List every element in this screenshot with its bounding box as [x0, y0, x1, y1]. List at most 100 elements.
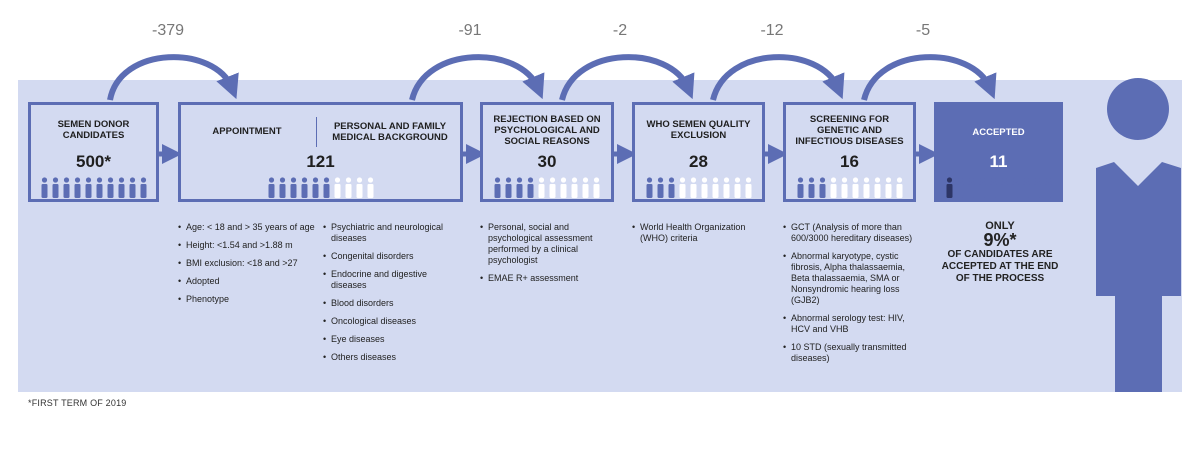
stage-title: SCREENING FOR GENETIC AND INFECTIOUS DIS… — [795, 114, 904, 147]
note-item: Personal, social and psychological asses… — [480, 222, 610, 266]
person-mini-icon — [946, 177, 952, 198]
stage-count: 500* — [76, 152, 111, 171]
person-mini-icon — [745, 177, 751, 198]
note-item: Phenotype — [178, 294, 318, 305]
note-item: BMI exclusion: <18 and >27 — [178, 258, 318, 269]
person-mini-icon — [841, 177, 847, 198]
person-mini-icon — [549, 177, 556, 198]
person-mini-icon — [668, 177, 674, 198]
person-mini-icon — [990, 177, 996, 198]
stage-box-candidates: SEMEN DONOR CANDIDATES 500* — [28, 102, 159, 202]
note-item: Others diseases — [323, 352, 453, 363]
stage-title: REJECTION BASED ON PSYCHOLOGICAL AND SOC… — [493, 114, 601, 147]
person-mini-icon — [290, 177, 296, 198]
person-mini-icon — [345, 177, 351, 198]
people-row — [181, 177, 460, 199]
person-mini-icon — [968, 177, 974, 198]
person-mini-icon — [538, 177, 545, 198]
person-mini-icon — [979, 177, 985, 198]
person-mini-icon — [646, 177, 652, 198]
stage-title: ACCEPTED — [972, 127, 1025, 138]
person-mini-icon — [957, 177, 963, 198]
note-item: Endocrine and digestive diseases — [323, 269, 453, 291]
note-item: Eye diseases — [323, 334, 453, 345]
person-mini-icon — [505, 177, 512, 198]
summary-percent: 9%* — [983, 230, 1017, 250]
person-mini-icon — [863, 177, 869, 198]
person-mini-icon — [96, 177, 102, 198]
stage-count: 121 — [306, 152, 335, 171]
person-mini-icon — [312, 177, 318, 198]
title-divider — [316, 117, 317, 147]
curved-arrow-5 — [861, 54, 997, 101]
person-mini-icon — [1001, 177, 1007, 198]
note-item: Abnormal karyotype, cystic fibrosis, Alp… — [783, 251, 921, 306]
person-mini-icon — [63, 177, 69, 198]
stage-count: 30 — [537, 152, 557, 171]
stage-count: 11 — [989, 152, 1008, 171]
person-mini-icon — [107, 177, 113, 198]
people-row — [786, 177, 913, 199]
stage-box-psychological: REJECTION BASED ON PSYCHOLOGICAL AND SOC… — [480, 102, 614, 202]
stage-count: 16 — [840, 152, 859, 171]
note-item: Blood disorders — [323, 298, 453, 309]
person-mini-icon — [85, 177, 91, 198]
delta-label-3: -2 — [612, 22, 628, 39]
people-row — [483, 177, 611, 199]
notes-appointment: Age: < 18 and > 35 years of age Height: … — [178, 222, 318, 312]
person-mini-icon — [593, 177, 600, 198]
person-mini-icon — [52, 177, 58, 198]
person-mini-icon — [41, 177, 47, 198]
person-mini-icon — [896, 177, 902, 198]
person-mini-icon — [874, 177, 880, 198]
notes-screening: GCT (Analysis of more than 600/3000 here… — [783, 222, 921, 371]
delta-label-1: -379 — [151, 22, 185, 39]
stage-box-screening: SCREENING FOR GENETIC AND INFECTIOUS DIS… — [783, 102, 916, 202]
person-mini-icon — [723, 177, 729, 198]
person-mini-icon — [367, 177, 373, 198]
stage-count: 28 — [689, 152, 708, 171]
person-mini-icon — [118, 177, 124, 198]
stage-box-who: WHO SEMEN QUALITY EXCLUSION 28 — [632, 102, 765, 202]
person-mini-icon — [140, 177, 146, 198]
acceptance-summary: ONLY 9%* OF CANDIDATES ARE ACCEPTED AT T… — [940, 220, 1060, 285]
person-mini-icon — [129, 177, 135, 198]
note-item: Adopted — [178, 276, 318, 287]
stage-title-appointment: APPOINTMENT — [212, 126, 282, 137]
delta-label-2: -91 — [458, 22, 482, 39]
stage-box-appointment: APPOINTMENT PERSONAL AND FAMILY MEDICAL … — [178, 102, 463, 202]
note-item: Psychiatric and neurological diseases — [323, 222, 453, 244]
person-mini-icon — [808, 177, 814, 198]
person-mini-icon — [279, 177, 285, 198]
people-row — [937, 177, 1060, 199]
note-item: 10 STD (sexually transmitted diseases) — [783, 342, 921, 364]
note-item: Oncological diseases — [323, 316, 453, 327]
note-item: EMAE R+ assessment — [480, 273, 610, 284]
delta-label-5: -5 — [915, 22, 931, 39]
note-item: GCT (Analysis of more than 600/3000 here… — [783, 222, 921, 244]
person-mini-icon — [797, 177, 803, 198]
delta-label-4: -12 — [760, 22, 784, 39]
person-mini-icon — [712, 177, 718, 198]
person-mini-icon — [679, 177, 685, 198]
person-mini-icon — [301, 177, 307, 198]
note-item: Congenital disorders — [323, 251, 453, 262]
curved-arrow-2 — [409, 54, 545, 101]
person-mini-icon — [1012, 177, 1018, 198]
person-mini-icon — [734, 177, 740, 198]
stage-title: WHO SEMEN QUALITY EXCLUSION — [646, 119, 751, 141]
curved-arrow-4 — [710, 54, 845, 101]
note-item: World Health Organization (WHO) criteria — [632, 222, 766, 244]
person-mini-icon — [701, 177, 707, 198]
person-mini-icon — [74, 177, 80, 198]
person-mini-icon — [560, 177, 567, 198]
person-mini-icon — [571, 177, 578, 198]
person-mini-icon — [690, 177, 696, 198]
person-mini-icon — [527, 177, 534, 198]
person-mini-icon — [1045, 177, 1051, 198]
person-mini-icon — [1023, 177, 1029, 198]
person-mini-icon — [830, 177, 836, 198]
person-mini-icon — [852, 177, 858, 198]
stage-title-background: PERSONAL AND FAMILY MEDICAL BACKGROUND — [332, 121, 448, 143]
